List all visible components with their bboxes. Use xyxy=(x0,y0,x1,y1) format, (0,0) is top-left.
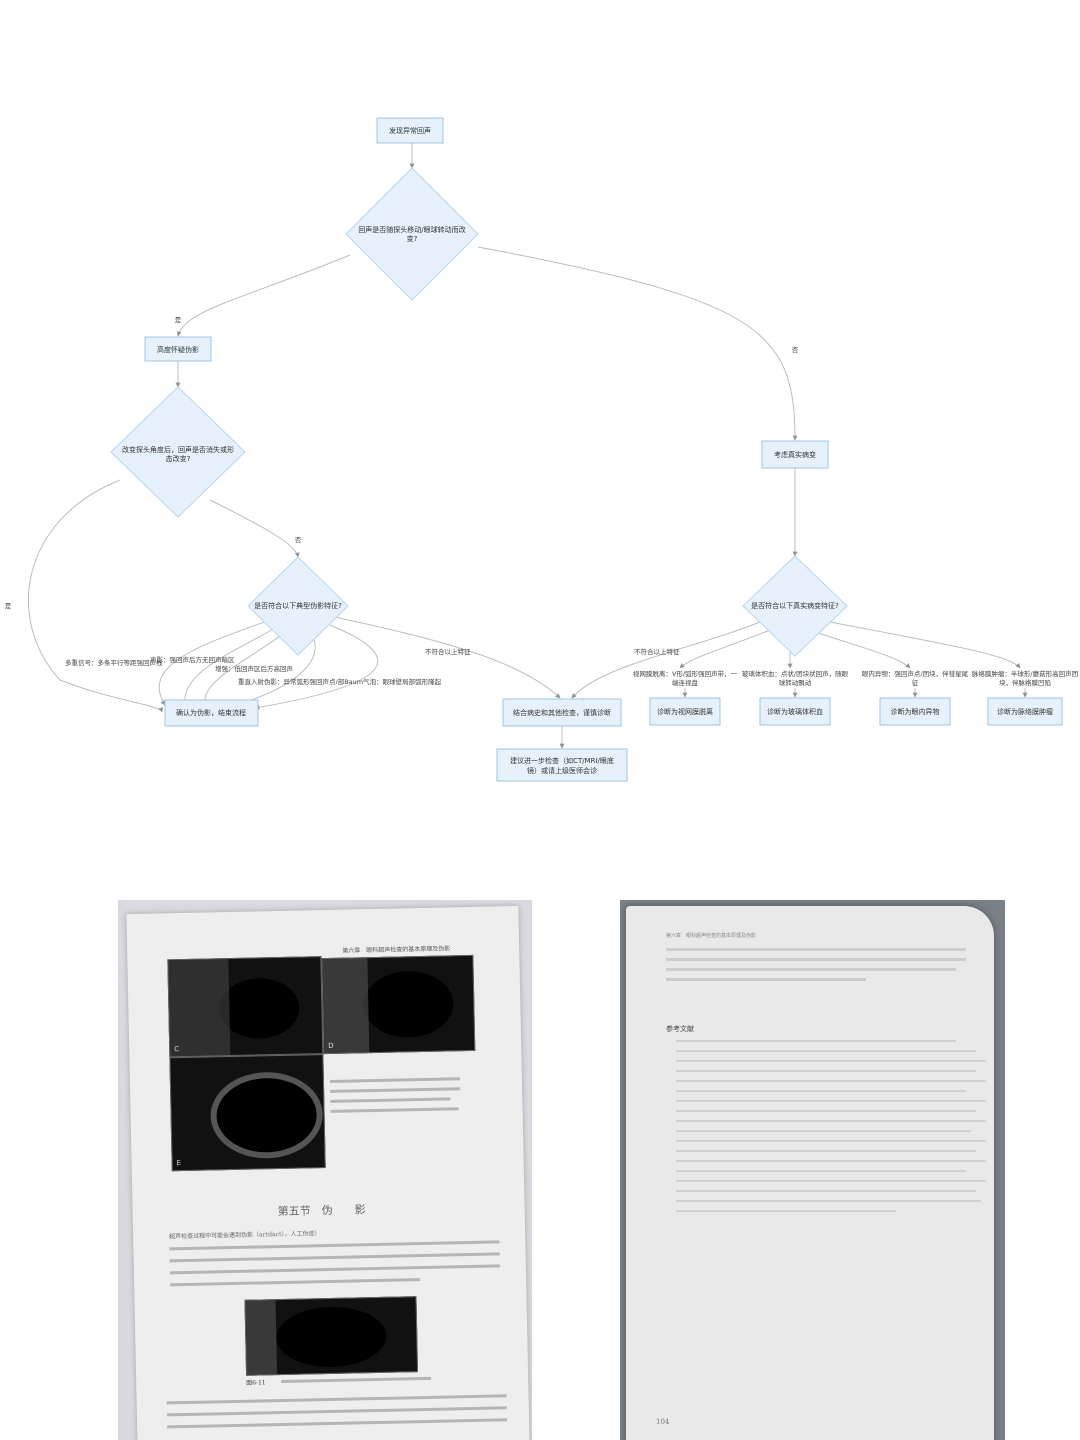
page-header: 第六章 眼科超声检查的基本原理及伪影 xyxy=(666,932,756,939)
edge-label-q1-no: 否 xyxy=(792,346,799,354)
edge-label-enhancement: 增强：低回声区后方高回声 xyxy=(215,664,294,673)
svg-text:发现异常回声: 发现异常回声 xyxy=(389,126,431,135)
node-combine-history: 结合病史和其他检查，谨慎诊断 xyxy=(503,699,621,726)
ultrasound-image-e: E xyxy=(169,1054,325,1171)
node-diag-foreign-body: 诊断为眼内异物 xyxy=(880,698,950,725)
svg-text:是否符合以下典型伪影特征?: 是否符合以下典型伪影特征? xyxy=(254,601,342,610)
svg-text:回声是否随探头移动/眼球转动而改: 回声是否随探头移动/眼球转动而改 xyxy=(358,225,465,234)
svg-text:镜）或请上级医师会诊: 镜）或请上级医师会诊 xyxy=(527,766,597,775)
decision-moves-with-probe: 回声是否随探头移动/眼球转动而改 变? xyxy=(346,168,478,300)
edge-label-q2-yes: 是 xyxy=(5,602,12,610)
flowchart: 发现异常回声 回声是否随探头移动/眼球转动而改 变? 是 否 高度怀疑伪影 改变… xyxy=(0,0,1080,860)
svg-text:诊断为玻璃体积血: 诊断为玻璃体积血 xyxy=(767,707,823,716)
feature-retinal-detachment: 视网膜脱离：V形/弧形强回声带，一 端连视盘 xyxy=(633,668,738,688)
node-suggest-further-exam: 建议进一步检查（如CT/MRI/眼底 镜）或请上级医师会诊 xyxy=(497,749,627,781)
edge-label-reverberation: 多重信号：多条平行等距强回声线 xyxy=(65,658,163,667)
svg-text:诊断为脉络膜肿瘤: 诊断为脉络膜肿瘤 xyxy=(997,707,1053,716)
svg-text:变?: 变? xyxy=(407,234,418,243)
decision-typical-artifact: 是否符合以下典型伪影特征? xyxy=(248,557,348,655)
book-page-left: 第六章 眼科超声检查的基本原理及伪影 C D E 第五节 伪 影 超声检查过程中… xyxy=(126,906,529,1440)
section-title: 第五节 伪 影 xyxy=(277,1201,365,1219)
svg-text:诊断为视网膜脱离: 诊断为视网膜脱离 xyxy=(657,707,713,716)
photo-textbook-right-page: 第六章 眼科超声检查的基本原理及伪影 参考文献 104 xyxy=(620,900,1005,1440)
svg-text:结合病史和其他检查，谨慎诊断: 结合病史和其他检查，谨慎诊断 xyxy=(513,708,611,717)
svg-text:端连视盘: 端连视盘 xyxy=(672,678,699,687)
book-page-right: 第六章 眼科超声检查的基本原理及伪影 参考文献 104 xyxy=(626,906,994,1440)
photo-textbook-left-page: 第六章 眼科超声检查的基本原理及伪影 C D E 第五节 伪 影 超声检查过程中… xyxy=(118,900,532,1440)
edge-label-acoustic-shadow: 声影：强回声后方无回声暗区 xyxy=(150,655,235,664)
svg-text:建议进一步检查（如CT/MRI/眼底: 建议进一步检查（如CT/MRI/眼底 xyxy=(510,756,614,765)
decision-true-lesion: 是否符合以下真实病变特征? xyxy=(743,556,847,656)
section-body-text: 超声检查过程中可能会遇到伪影（artifact），人工伪迹） xyxy=(169,1228,321,1240)
node-start: 发现异常回声 xyxy=(377,118,443,143)
svg-text:确认为伪影，结束流程: 确认为伪影，结束流程 xyxy=(176,708,246,717)
references-title: 参考文献 xyxy=(666,1024,694,1034)
figure-caption: 图6-11 xyxy=(246,1377,266,1386)
edge-label-true-not-matching: 不符合以上特征 xyxy=(634,647,680,656)
feature-foreign-body: 眼内异物：强回声点/团块，伴彗星尾 征 xyxy=(862,668,969,688)
svg-text:态改变?: 态改变? xyxy=(166,454,191,463)
page-header: 第六章 眼科超声检查的基本原理及伪影 xyxy=(342,943,450,954)
node-diag-vitreous-hemorrhage: 诊断为玻璃体积血 xyxy=(760,698,830,725)
edge-label-q2-no: 否 xyxy=(295,536,302,544)
node-consider-true-lesion: 考虑真实病变 xyxy=(762,441,828,468)
svg-text:征: 征 xyxy=(912,678,919,687)
svg-text:诊断为眼内异物: 诊断为眼内异物 xyxy=(891,707,940,716)
svg-text:脉络膜肿瘤：半球形/蘑菇形高回声团: 脉络膜肿瘤：半球形/蘑菇形高回声团 xyxy=(972,669,1078,678)
edge-label-artifact-not-matching: 不符合以上特征 xyxy=(425,647,471,656)
svg-text:玻璃体积血：点状/团块状回声，随眼: 玻璃体积血：点状/团块状回声，随眼 xyxy=(742,669,849,678)
svg-text:高度怀疑伪影: 高度怀疑伪影 xyxy=(157,345,199,354)
edge-label-refraction: 重直入射伪影：异常弧形强回声点/部Baum气泡：眼球壁局部弧形隆起 xyxy=(238,677,442,686)
ultrasound-image-c: C xyxy=(167,956,323,1057)
svg-text:视网膜脱离：V形/弧形强回声带，一: 视网膜脱离：V形/弧形强回声带，一 xyxy=(633,669,738,678)
svg-text:眼内异物：强回声点/团块，伴彗星尾: 眼内异物：强回声点/团块，伴彗星尾 xyxy=(862,669,969,678)
svg-text:球转动飘动: 球转动飘动 xyxy=(779,678,812,687)
node-suspect-artifact: 高度怀疑伪影 xyxy=(145,337,211,361)
page-number: 104 xyxy=(656,1418,669,1426)
feature-vitreous-hemorrhage: 玻璃体积血：点状/团块状回声，随眼 球转动飘动 xyxy=(742,668,849,688)
edge-label-q1-yes: 是 xyxy=(175,316,182,324)
ultrasound-image-d: D xyxy=(321,955,475,1054)
feature-choroidal-melanoma: 脉络膜肿瘤：半球形/蘑菇形高回声团 块，伴脉络膜凹陷 xyxy=(972,668,1078,688)
svg-text:考虑真实病变: 考虑真实病变 xyxy=(774,450,816,459)
svg-text:是否符合以下真实病变特征?: 是否符合以下真实病变特征? xyxy=(751,601,839,610)
decision-angle-change: 改变探头角度后，回声是否消失或形 态改变? xyxy=(111,387,245,517)
svg-text:块，伴脉络膜凹陷: 块，伴脉络膜凹陷 xyxy=(999,678,1051,687)
svg-text:改变探头角度后，回声是否消失或形: 改变探头角度后，回声是否消失或形 xyxy=(122,445,234,454)
ultrasound-image-fig-6-11 xyxy=(244,1296,418,1376)
node-diag-choroidal-melanoma: 诊断为脉络膜肿瘤 xyxy=(988,698,1062,725)
node-diag-retinal-detachment: 诊断为视网膜脱离 xyxy=(650,698,720,725)
node-confirm-artifact: 确认为伪影，结束流程 xyxy=(165,700,258,726)
